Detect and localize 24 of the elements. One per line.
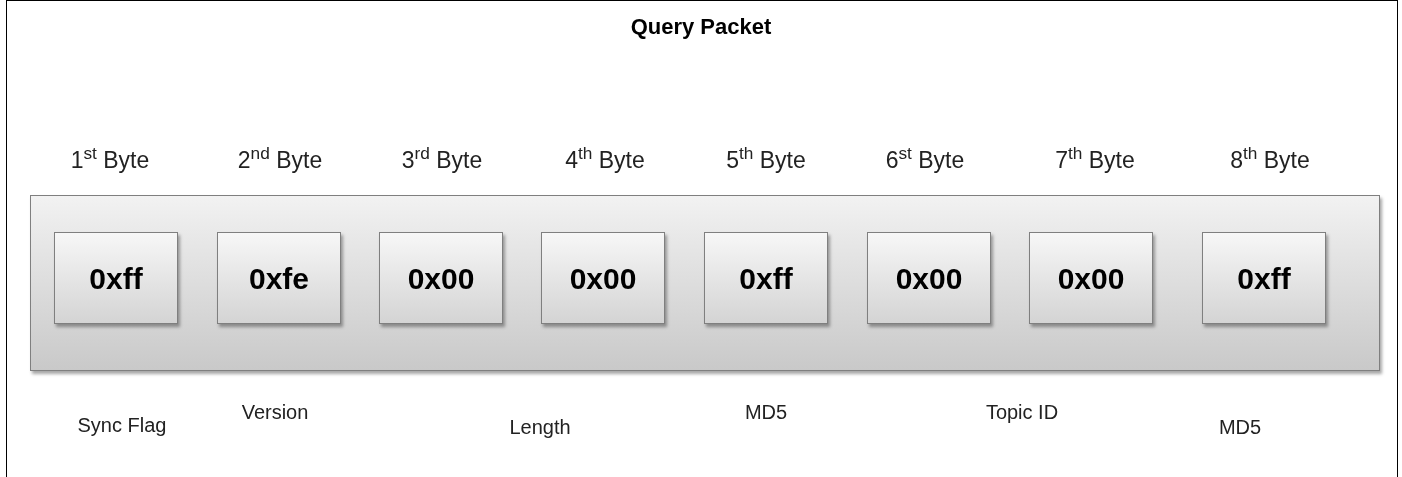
byte-box: 0x00 xyxy=(379,232,503,324)
byte-box: 0xff xyxy=(704,232,828,324)
byte-label: 1$^{st}$ Byte xyxy=(69,143,151,175)
byte-label: 6$^{st}$ Byte xyxy=(884,143,966,175)
byte-box: 0xfe xyxy=(217,232,341,324)
byte-label: 4$^{th}$ Byte xyxy=(564,143,646,175)
field-label: MD5 xyxy=(743,400,789,425)
byte-box: 0xff xyxy=(1202,232,1326,324)
byte-label: 2$^{nd}$ Byte xyxy=(236,143,324,175)
title: Query Packet xyxy=(629,13,773,41)
packet-band xyxy=(30,195,1380,371)
byte-box: 0xff xyxy=(54,232,178,324)
byte-label: 3$^{rd}$ Byte xyxy=(400,143,484,175)
field-label: Topic ID xyxy=(984,400,1060,425)
byte-label: 5$^{th}$ Byte xyxy=(725,143,807,175)
byte-label: 7$^{th}$ Byte xyxy=(1054,143,1136,175)
byte-box: 0x00 xyxy=(867,232,991,324)
field-label: MD5 xyxy=(1217,415,1263,440)
field-label: Version xyxy=(240,400,310,425)
field-label: Sync Flag xyxy=(76,413,168,438)
byte-label: 8$^{th}$ Byte xyxy=(1229,143,1311,175)
field-label: Length xyxy=(508,415,572,440)
byte-box: 0x00 xyxy=(541,232,665,324)
byte-box: 0x00 xyxy=(1029,232,1153,324)
